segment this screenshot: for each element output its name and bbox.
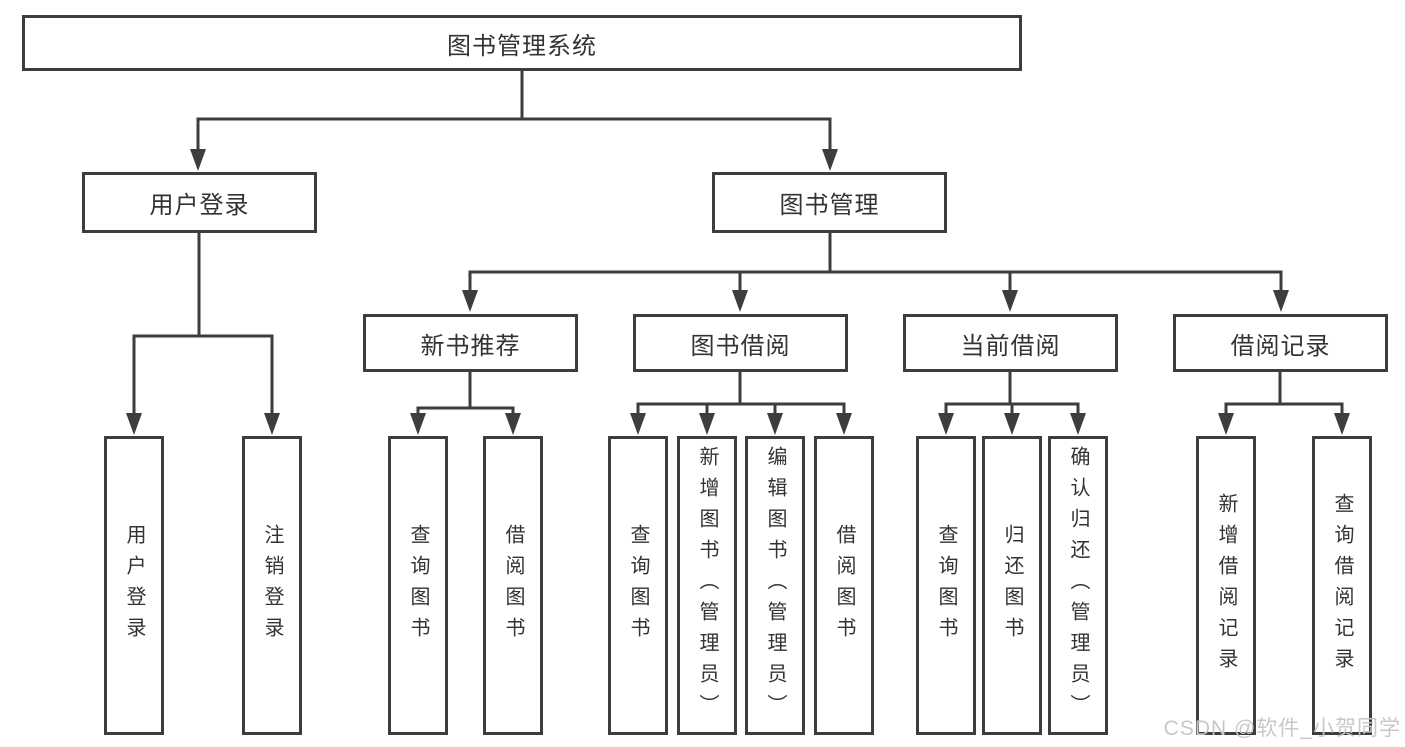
node-new-book-recommend: 新书推荐 <box>363 314 578 372</box>
leaf-query-books-recommend: 查询图书 <box>388 436 448 735</box>
leaf-user-login: 用户登录 <box>104 436 164 735</box>
node-user-login-branch: 用户登录 <box>82 172 317 233</box>
leaf-label: 新增图书（管理员） <box>696 446 718 725</box>
node-label: 用户登录 <box>149 192 250 219</box>
leaf-label: 归还图书 <box>1001 523 1023 648</box>
leaf-query-borrow-record: 查询借阅记录 <box>1312 436 1372 735</box>
node-current-borrowing: 当前借阅 <box>903 314 1118 372</box>
node-book-management-branch: 图书管理 <box>712 172 947 233</box>
leaf-confirm-return-admin: 确认归还（管理员） <box>1048 436 1108 735</box>
leaf-return-books: 归还图书 <box>982 436 1042 735</box>
leaf-label: 借阅图书 <box>502 523 524 648</box>
node-label: 新书推荐 <box>420 332 521 360</box>
leaf-label: 查询图书 <box>935 523 957 648</box>
node-label: 图书管理系统 <box>447 32 597 60</box>
node-label: 图书管理 <box>779 192 880 219</box>
leaf-label: 查询图书 <box>407 523 429 648</box>
leaf-query-books-borrowing: 查询图书 <box>608 436 668 735</box>
leaf-borrow-books: 借阅图书 <box>814 436 874 735</box>
leaf-label: 查询借阅记录 <box>1331 492 1353 679</box>
leaf-label: 编辑图书（管理员） <box>764 446 786 725</box>
leaf-label: 用户登录 <box>123 523 145 648</box>
leaf-add-books-admin: 新增图书（管理员） <box>677 436 737 735</box>
node-library-management-system: 图书管理系统 <box>22 15 1022 71</box>
leaf-query-books-current: 查询图书 <box>916 436 976 735</box>
leaf-borrow-books-recommend: 借阅图书 <box>483 436 543 735</box>
leaf-label: 借阅图书 <box>833 523 855 648</box>
leaf-label: 注销登录 <box>261 523 283 648</box>
node-label: 图书借阅 <box>690 332 791 360</box>
node-book-borrowing: 图书借阅 <box>633 314 848 372</box>
leaf-label: 新增借阅记录 <box>1215 492 1237 679</box>
leaf-logout: 注销登录 <box>242 436 302 735</box>
leaf-add-borrow-record: 新增借阅记录 <box>1196 436 1256 735</box>
node-label: 当前借阅 <box>960 332 1061 360</box>
arrowheads <box>126 149 1350 435</box>
leaf-label: 查询图书 <box>627 523 649 648</box>
csdn-watermark: CSDN @软件_小贺同学 <box>1163 717 1401 740</box>
leaf-edit-books-admin: 编辑图书（管理员） <box>745 436 805 735</box>
leaf-label: 确认归还（管理员） <box>1067 446 1089 725</box>
node-label: 借阅记录 <box>1230 332 1331 360</box>
node-borrowing-records: 借阅记录 <box>1173 314 1388 372</box>
